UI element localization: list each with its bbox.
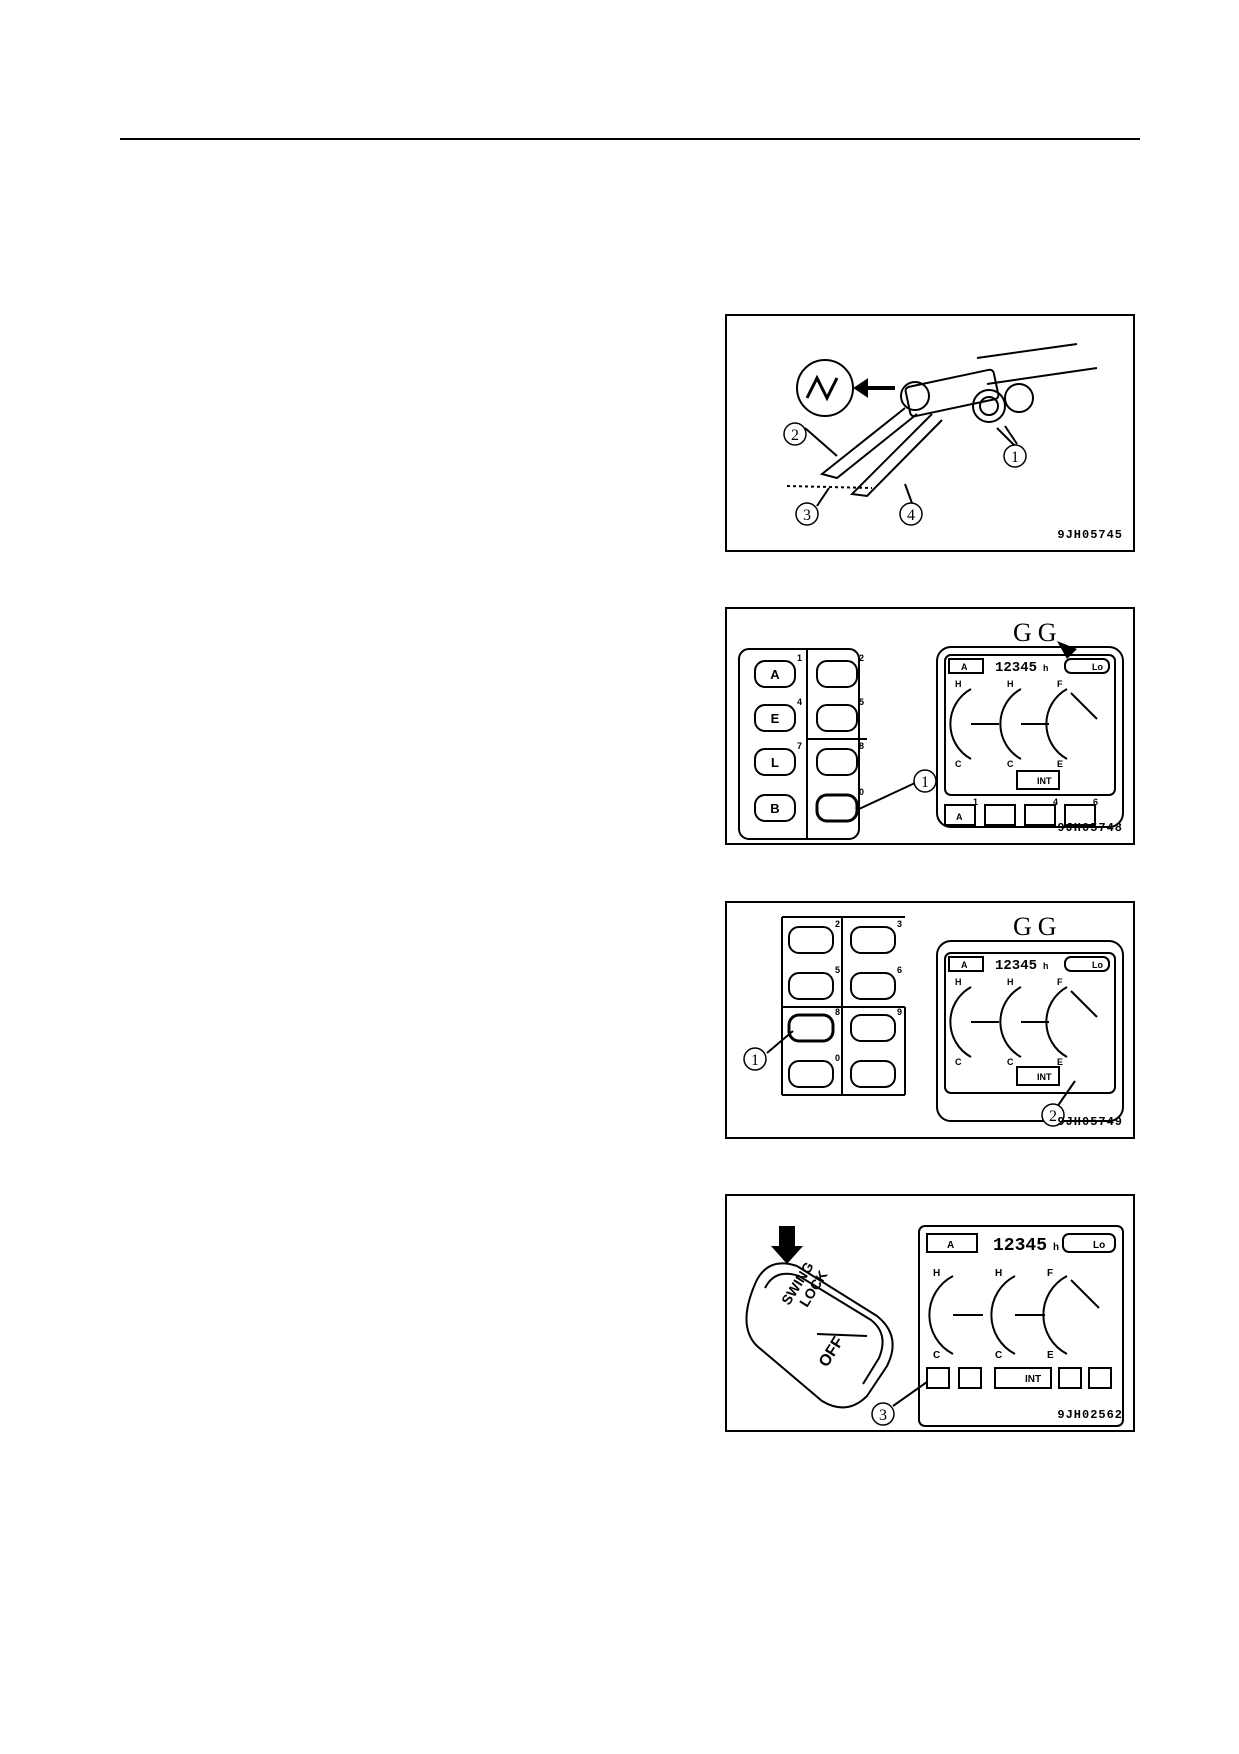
wiper-label: INT	[1025, 1374, 1041, 1385]
callout-3: 3	[879, 1407, 887, 1424]
panel-button-l: L	[771, 755, 779, 770]
button-number: 8	[859, 741, 864, 751]
bottom-number: 4	[1053, 797, 1058, 807]
gauge-label: E	[1057, 759, 1063, 769]
bottom-number: 6	[1093, 797, 1098, 807]
button-number: 9	[897, 1007, 902, 1017]
display-mode: A	[961, 960, 968, 970]
panel-button-a: A	[770, 667, 780, 682]
display-mode: A	[947, 1240, 954, 1251]
button-number: 1	[797, 653, 802, 663]
display-speed: Lo	[1092, 662, 1103, 672]
gauge-label: C	[995, 1350, 1002, 1361]
callout-2: 2	[1049, 1108, 1057, 1125]
monitor-header: GG	[1013, 912, 1063, 941]
monitor-illustration: A E L B 1 2 4 5 7 8 0 1 4 6 H C H C F E …	[738, 618, 1124, 840]
gauge-label: C	[1007, 759, 1014, 769]
button-number: 2	[835, 919, 840, 929]
gauge-label: F	[1057, 977, 1063, 987]
panel-button-b: B	[770, 801, 779, 816]
figure-monitor-panel-a: A E L B 1 2 4 5 7 8 0 1 4 6 H C H C F E …	[725, 607, 1135, 845]
figure-monitor-panel-b: 2 3 5 6 8 9 0 H C H C F E INT A Lo 12345…	[725, 901, 1135, 1139]
monitor-illustration: 2 3 5 6 8 9 0 H C H C F E INT A Lo 12345…	[743, 912, 1124, 1127]
display-hours: 12345	[995, 958, 1037, 974]
figure-swing-lock: SWING LOCK OFF A Lo H C H C F E INT 1234…	[725, 1194, 1135, 1432]
button-number: 7	[797, 741, 802, 751]
figure-lever-lock: 1 2 3 4 9JH05745	[725, 314, 1135, 552]
bottom-number: 1	[973, 797, 978, 807]
gauge-label: C	[955, 1057, 962, 1067]
gauge-label: H	[995, 1268, 1002, 1279]
monitor-header: GG	[1013, 618, 1063, 647]
callout-2: 2	[791, 427, 799, 444]
figure-code: 9JH05749	[1057, 1115, 1123, 1129]
button-number: 0	[835, 1053, 840, 1063]
button-number: 8	[835, 1007, 840, 1017]
callout-1: 1	[751, 1052, 759, 1069]
gauge-label: C	[955, 759, 962, 769]
gauge-label: H	[1007, 977, 1014, 987]
bottom-key-a: A	[956, 812, 963, 822]
gauge-label: F	[1047, 1268, 1053, 1279]
gauge-label: E	[1057, 1057, 1063, 1067]
swing-lock-illustration: SWING LOCK OFF A Lo H C H C F E INT 1234…	[745, 1225, 1124, 1427]
gauge-label: E	[1047, 1350, 1054, 1361]
gauge-label: H	[1007, 679, 1014, 689]
display-hours-unit: h	[1043, 962, 1048, 972]
wiper-label: INT	[1037, 776, 1052, 786]
button-number: 3	[897, 919, 902, 929]
figure-code: 9JH05748	[1057, 821, 1123, 835]
lever-illustration: 1 2 3 4	[783, 343, 1098, 526]
display-hours-unit: h	[1053, 1242, 1059, 1254]
display-hours: 12345	[995, 660, 1037, 676]
gauge-label: H	[955, 977, 962, 987]
gauge-label: H	[955, 679, 962, 689]
display-hours: 12345	[993, 1236, 1047, 1256]
wiper-label: INT	[1037, 1072, 1052, 1082]
button-number: 5	[859, 697, 864, 707]
button-number: 4	[797, 697, 802, 707]
gauge-label: F	[1057, 679, 1063, 689]
callout-3: 3	[803, 507, 811, 524]
callout-1: 1	[921, 774, 929, 791]
display-mode: A	[961, 662, 968, 672]
figure-code: 9JH02562	[1057, 1408, 1123, 1422]
display-speed: Lo	[1093, 1240, 1105, 1251]
gauge-label: C	[933, 1350, 940, 1361]
button-number: 0	[859, 787, 864, 797]
figure-code: 9JH05745	[1057, 528, 1123, 542]
display-speed: Lo	[1092, 960, 1103, 970]
gauge-label: C	[1007, 1057, 1014, 1067]
display-hours-unit: h	[1043, 664, 1048, 674]
button-number: 5	[835, 965, 840, 975]
gauge-label: H	[933, 1268, 940, 1279]
panel-button-e: E	[771, 711, 780, 726]
switch-label-off: OFF	[816, 1334, 847, 1370]
header-rule	[120, 138, 1140, 140]
button-number: 2	[859, 653, 864, 663]
button-number: 6	[897, 965, 902, 975]
callout-4: 4	[907, 507, 915, 524]
callout-1: 1	[1011, 449, 1019, 466]
